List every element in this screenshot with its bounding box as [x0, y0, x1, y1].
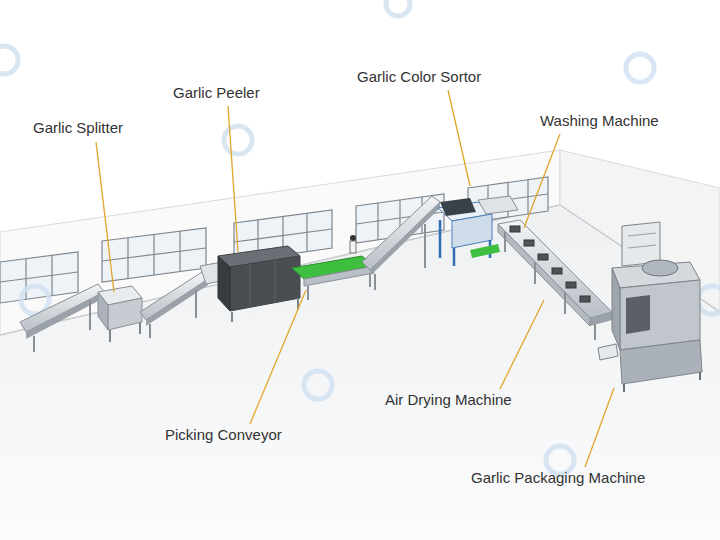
leader-line [228, 106, 238, 252]
garlic-packaging-machine [598, 222, 702, 392]
leader-line [250, 290, 306, 424]
callout-label: Garlic Packaging Machine [469, 469, 647, 487]
callout-label: Garlic Peeler [171, 84, 262, 102]
callout-label: Washing Machine [538, 112, 661, 130]
leader-line [585, 388, 614, 467]
inclined-conveyor [362, 196, 440, 290]
leader-lines [96, 90, 614, 467]
callout-label: Garlic Color Sortor [355, 68, 483, 86]
garlic-splitter [98, 286, 142, 342]
picking-conveyor [292, 235, 374, 300]
inclined-conveyor [20, 284, 104, 352]
wall-base [0, 205, 560, 335]
garlic-peeler [218, 246, 300, 322]
washing-and-drying-line [498, 220, 612, 340]
watermark-logo [0, 0, 720, 474]
callout-label: Air Drying Machine [383, 391, 514, 409]
inclined-conveyor [140, 262, 226, 338]
leader-line [500, 300, 544, 389]
floor [0, 205, 720, 540]
leader-line [448, 90, 470, 186]
callout-label: Picking Conveyor [163, 426, 284, 444]
callout-label: Garlic Splitter [31, 119, 125, 137]
leader-line [524, 134, 560, 228]
leader-line [96, 142, 114, 292]
